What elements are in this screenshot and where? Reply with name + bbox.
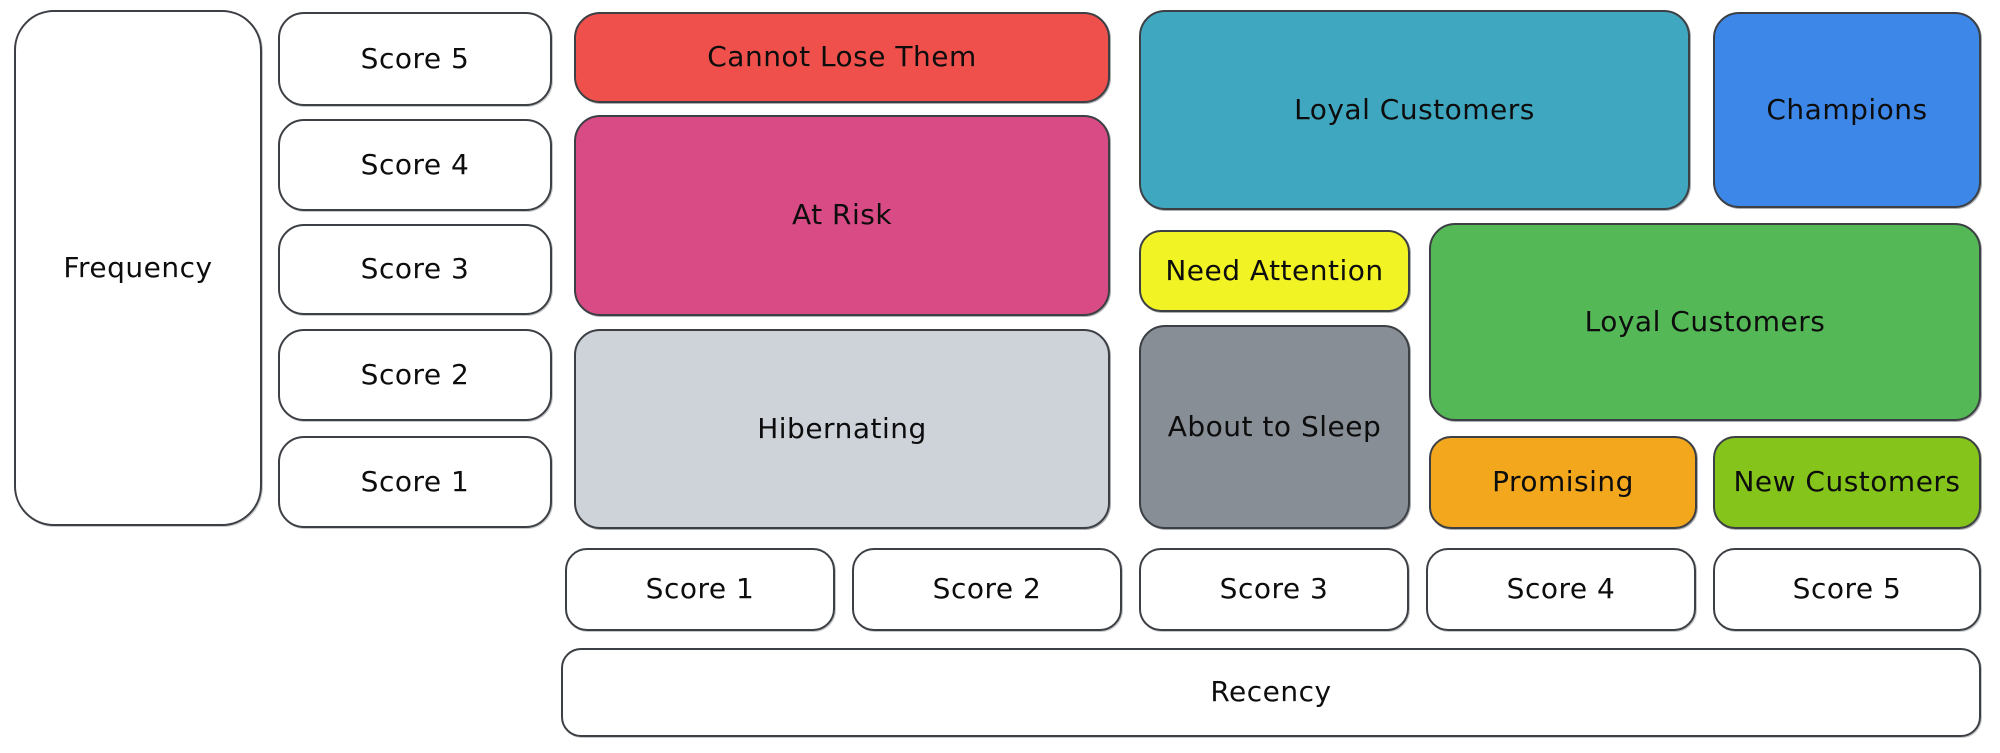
frequency-score-5: Score 5	[278, 12, 552, 106]
segment-champions: Champions	[1713, 12, 1981, 208]
recency-score-5: Score 5	[1713, 548, 1981, 631]
recency-axis-label: Recency	[561, 648, 1981, 737]
recency-score-2: Score 2	[852, 548, 1122, 631]
segment-need-attention: Need Attention	[1139, 230, 1410, 312]
segment-hibernating: Hibernating	[574, 329, 1110, 529]
segment-new-customers: New Customers	[1713, 436, 1981, 529]
segment-promising: Promising	[1429, 436, 1697, 529]
frequency-score-3: Score 3	[278, 224, 552, 315]
frequency-score-2: Score 2	[278, 329, 552, 421]
segment-at-risk: At Risk	[574, 115, 1110, 316]
frequency-score-4: Score 4	[278, 119, 552, 211]
segment-about-to-sleep: About to Sleep	[1139, 325, 1410, 529]
frequency-axis-label: Frequency	[14, 10, 262, 526]
recency-score-4: Score 4	[1426, 548, 1696, 631]
frequency-score-1: Score 1	[278, 436, 552, 528]
segment-cannot-lose-them: Cannot Lose Them	[574, 12, 1110, 103]
segment-loyal-customers-right: Loyal Customers	[1429, 223, 1981, 421]
recency-score-3: Score 3	[1139, 548, 1409, 631]
recency-score-1: Score 1	[565, 548, 835, 631]
segment-loyal-customers-top: Loyal Customers	[1139, 10, 1690, 210]
